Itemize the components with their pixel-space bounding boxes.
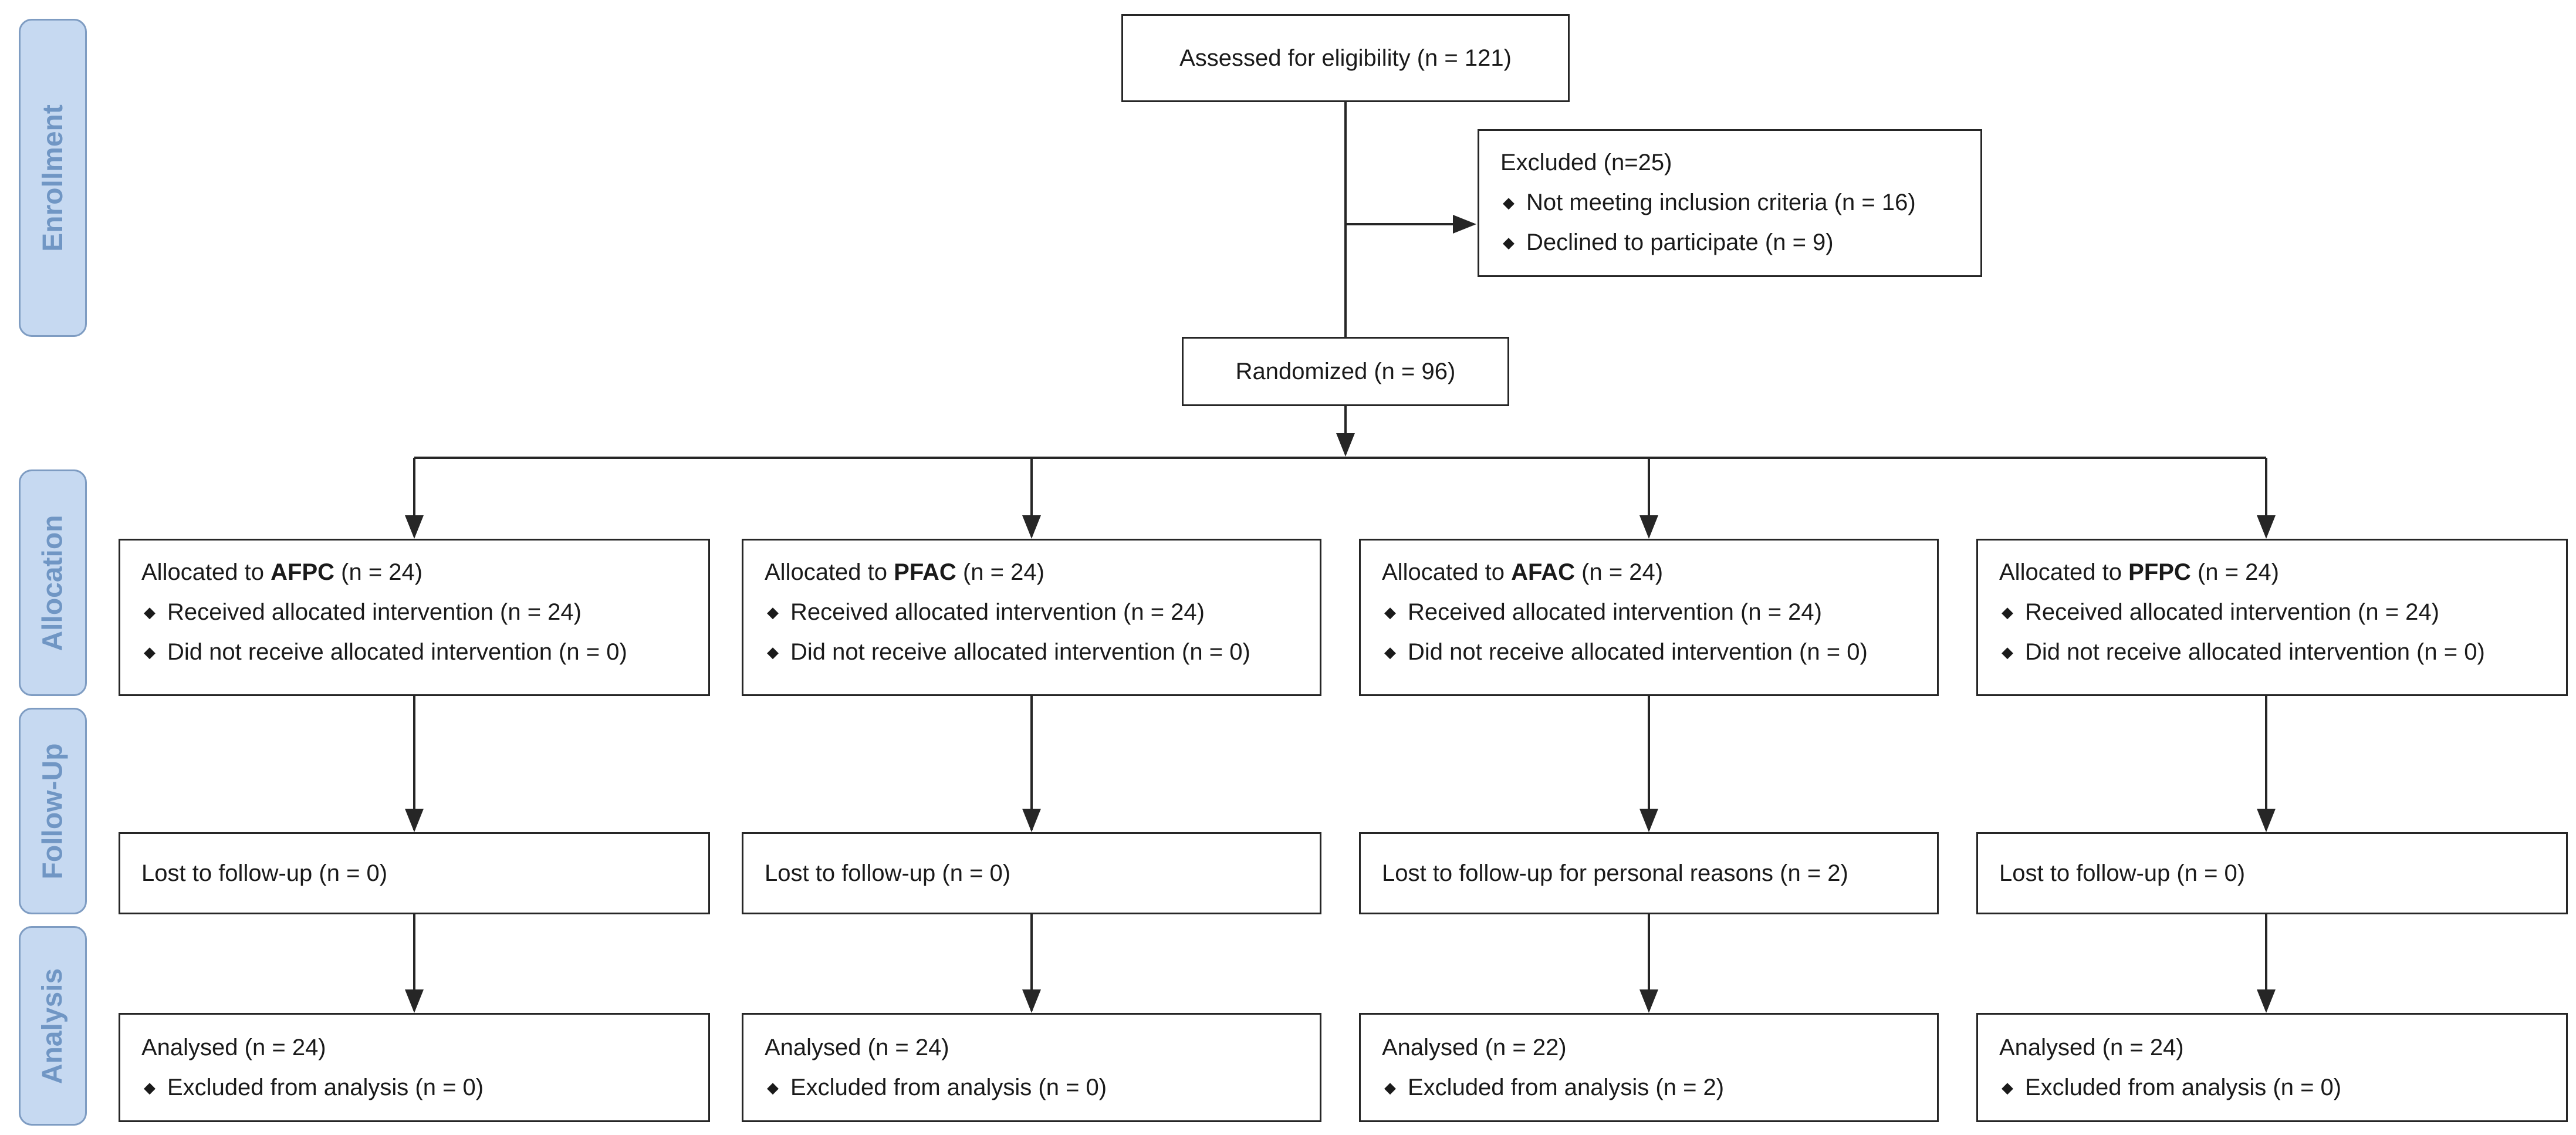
allocated-line: Allocated to AFAC (n = 24) <box>1382 559 1664 585</box>
diamond-bullet-icon: ◆ <box>1503 194 1515 211</box>
assessed-box: Assessed for eligibility (n = 121) <box>1121 14 1570 102</box>
analysis-box-2: Analysed (n = 24) ◆Excluded from analysi… <box>742 1013 1321 1122</box>
diamond-bullet-icon: ◆ <box>1384 1079 1396 1096</box>
follow-up-box-4: Lost to follow-up (n = 0) <box>1976 832 2568 914</box>
stage-label-analysis: Analysis <box>19 926 87 1126</box>
diamond-bullet-icon: ◆ <box>767 643 779 661</box>
arm-name: PFAC <box>894 559 956 585</box>
analysed-line: Analysed (n = 24) <box>765 1035 949 1060</box>
stage-label-enrollment: Enrollment <box>19 19 87 337</box>
follow-up-text: Lost to follow-up (n = 0) <box>765 860 1011 886</box>
excluded-item: ◆Declined to participate (n = 9) <box>1500 222 1980 262</box>
allocation-box-1: Allocated to AFPC (n = 24) ◆Received all… <box>119 539 710 696</box>
allocated-line: Allocated to AFPC (n = 24) <box>141 559 423 585</box>
diamond-bullet-icon: ◆ <box>2002 1079 2013 1096</box>
allocation-box-3: Allocated to AFAC (n = 24) ◆Received all… <box>1359 539 1939 696</box>
excluded-title: Excluded (n=25) <box>1500 150 1672 175</box>
follow-up-box-3: Lost to follow-up for personal reasons (… <box>1359 832 1939 914</box>
diamond-bullet-icon: ◆ <box>2002 603 2013 621</box>
arm-name: AFAC <box>1511 559 1576 585</box>
analysed-line: Analysed (n = 22) <box>1382 1035 1567 1060</box>
diamond-bullet-icon: ◆ <box>1503 234 1515 251</box>
allocation-box-2: Allocated to PFAC (n = 24) ◆Received all… <box>742 539 1321 696</box>
stage-label-follow-up: Follow-Up <box>19 708 87 914</box>
assessed-text: Assessed for eligibility (n = 121) <box>1179 45 1512 71</box>
received-line: ◆Received allocated intervention (n = 24… <box>141 592 708 632</box>
excluded-analysis-line: ◆Excluded from analysis (n = 0) <box>765 1068 1320 1107</box>
excluded-analysis-line: ◆Excluded from analysis (n = 0) <box>141 1068 708 1107</box>
analysed-line: Analysed (n = 24) <box>1999 1035 2184 1060</box>
excluded-analysis-line: ◆Excluded from analysis (n = 2) <box>1382 1068 1937 1107</box>
analysis-box-3: Analysed (n = 22) ◆Excluded from analysi… <box>1359 1013 1939 1122</box>
diamond-bullet-icon: ◆ <box>767 603 779 621</box>
not-received-line: ◆Did not receive allocated intervention … <box>765 632 1320 672</box>
received-line: ◆Received allocated intervention (n = 24… <box>1999 592 2566 632</box>
follow-up-text: Lost to follow-up (n = 0) <box>1999 860 2246 886</box>
not-received-line: ◆Did not receive allocated intervention … <box>1382 632 1937 672</box>
arm-name: AFPC <box>271 559 335 585</box>
follow-up-box-1: Lost to follow-up (n = 0) <box>119 832 710 914</box>
diamond-bullet-icon: ◆ <box>144 643 155 661</box>
not-received-line: ◆Did not receive allocated intervention … <box>141 632 708 672</box>
received-line: ◆Received allocated intervention (n = 24… <box>765 592 1320 632</box>
randomized-box: Randomized (n = 96) <box>1182 337 1509 406</box>
not-received-line: ◆Did not receive allocated intervention … <box>1999 632 2566 672</box>
excluded-analysis-line: ◆Excluded from analysis (n = 0) <box>1999 1068 2566 1107</box>
stage-label-allocation: Allocation <box>19 469 87 696</box>
allocation-box-4: Allocated to PFPC (n = 24) ◆Received all… <box>1976 539 2568 696</box>
received-line: ◆Received allocated intervention (n = 24… <box>1382 592 1937 632</box>
diamond-bullet-icon: ◆ <box>767 1079 779 1096</box>
analysis-box-4: Analysed (n = 24) ◆Excluded from analysi… <box>1976 1013 2568 1122</box>
arm-name: PFPC <box>2128 559 2191 585</box>
diamond-bullet-icon: ◆ <box>144 1079 155 1096</box>
allocated-line: Allocated to PFPC (n = 24) <box>1999 559 2279 585</box>
diamond-bullet-icon: ◆ <box>1384 643 1396 661</box>
diamond-bullet-icon: ◆ <box>144 603 155 621</box>
randomized-text: Randomized (n = 96) <box>1235 359 1456 384</box>
follow-up-text: Lost to follow-up for personal reasons (… <box>1382 860 1848 886</box>
excluded-item: ◆Not meeting inclusion criteria (n = 16) <box>1500 183 1980 222</box>
excluded-box: Excluded (n=25) ◆Not meeting inclusion c… <box>1478 129 1982 277</box>
follow-up-box-2: Lost to follow-up (n = 0) <box>742 832 1321 914</box>
analysed-line: Analysed (n = 24) <box>141 1035 326 1060</box>
diamond-bullet-icon: ◆ <box>2002 643 2013 661</box>
diamond-bullet-icon: ◆ <box>1384 603 1396 621</box>
follow-up-text: Lost to follow-up (n = 0) <box>141 860 388 886</box>
analysis-box-1: Analysed (n = 24) ◆Excluded from analysi… <box>119 1013 710 1122</box>
allocated-line: Allocated to PFAC (n = 24) <box>765 559 1044 585</box>
